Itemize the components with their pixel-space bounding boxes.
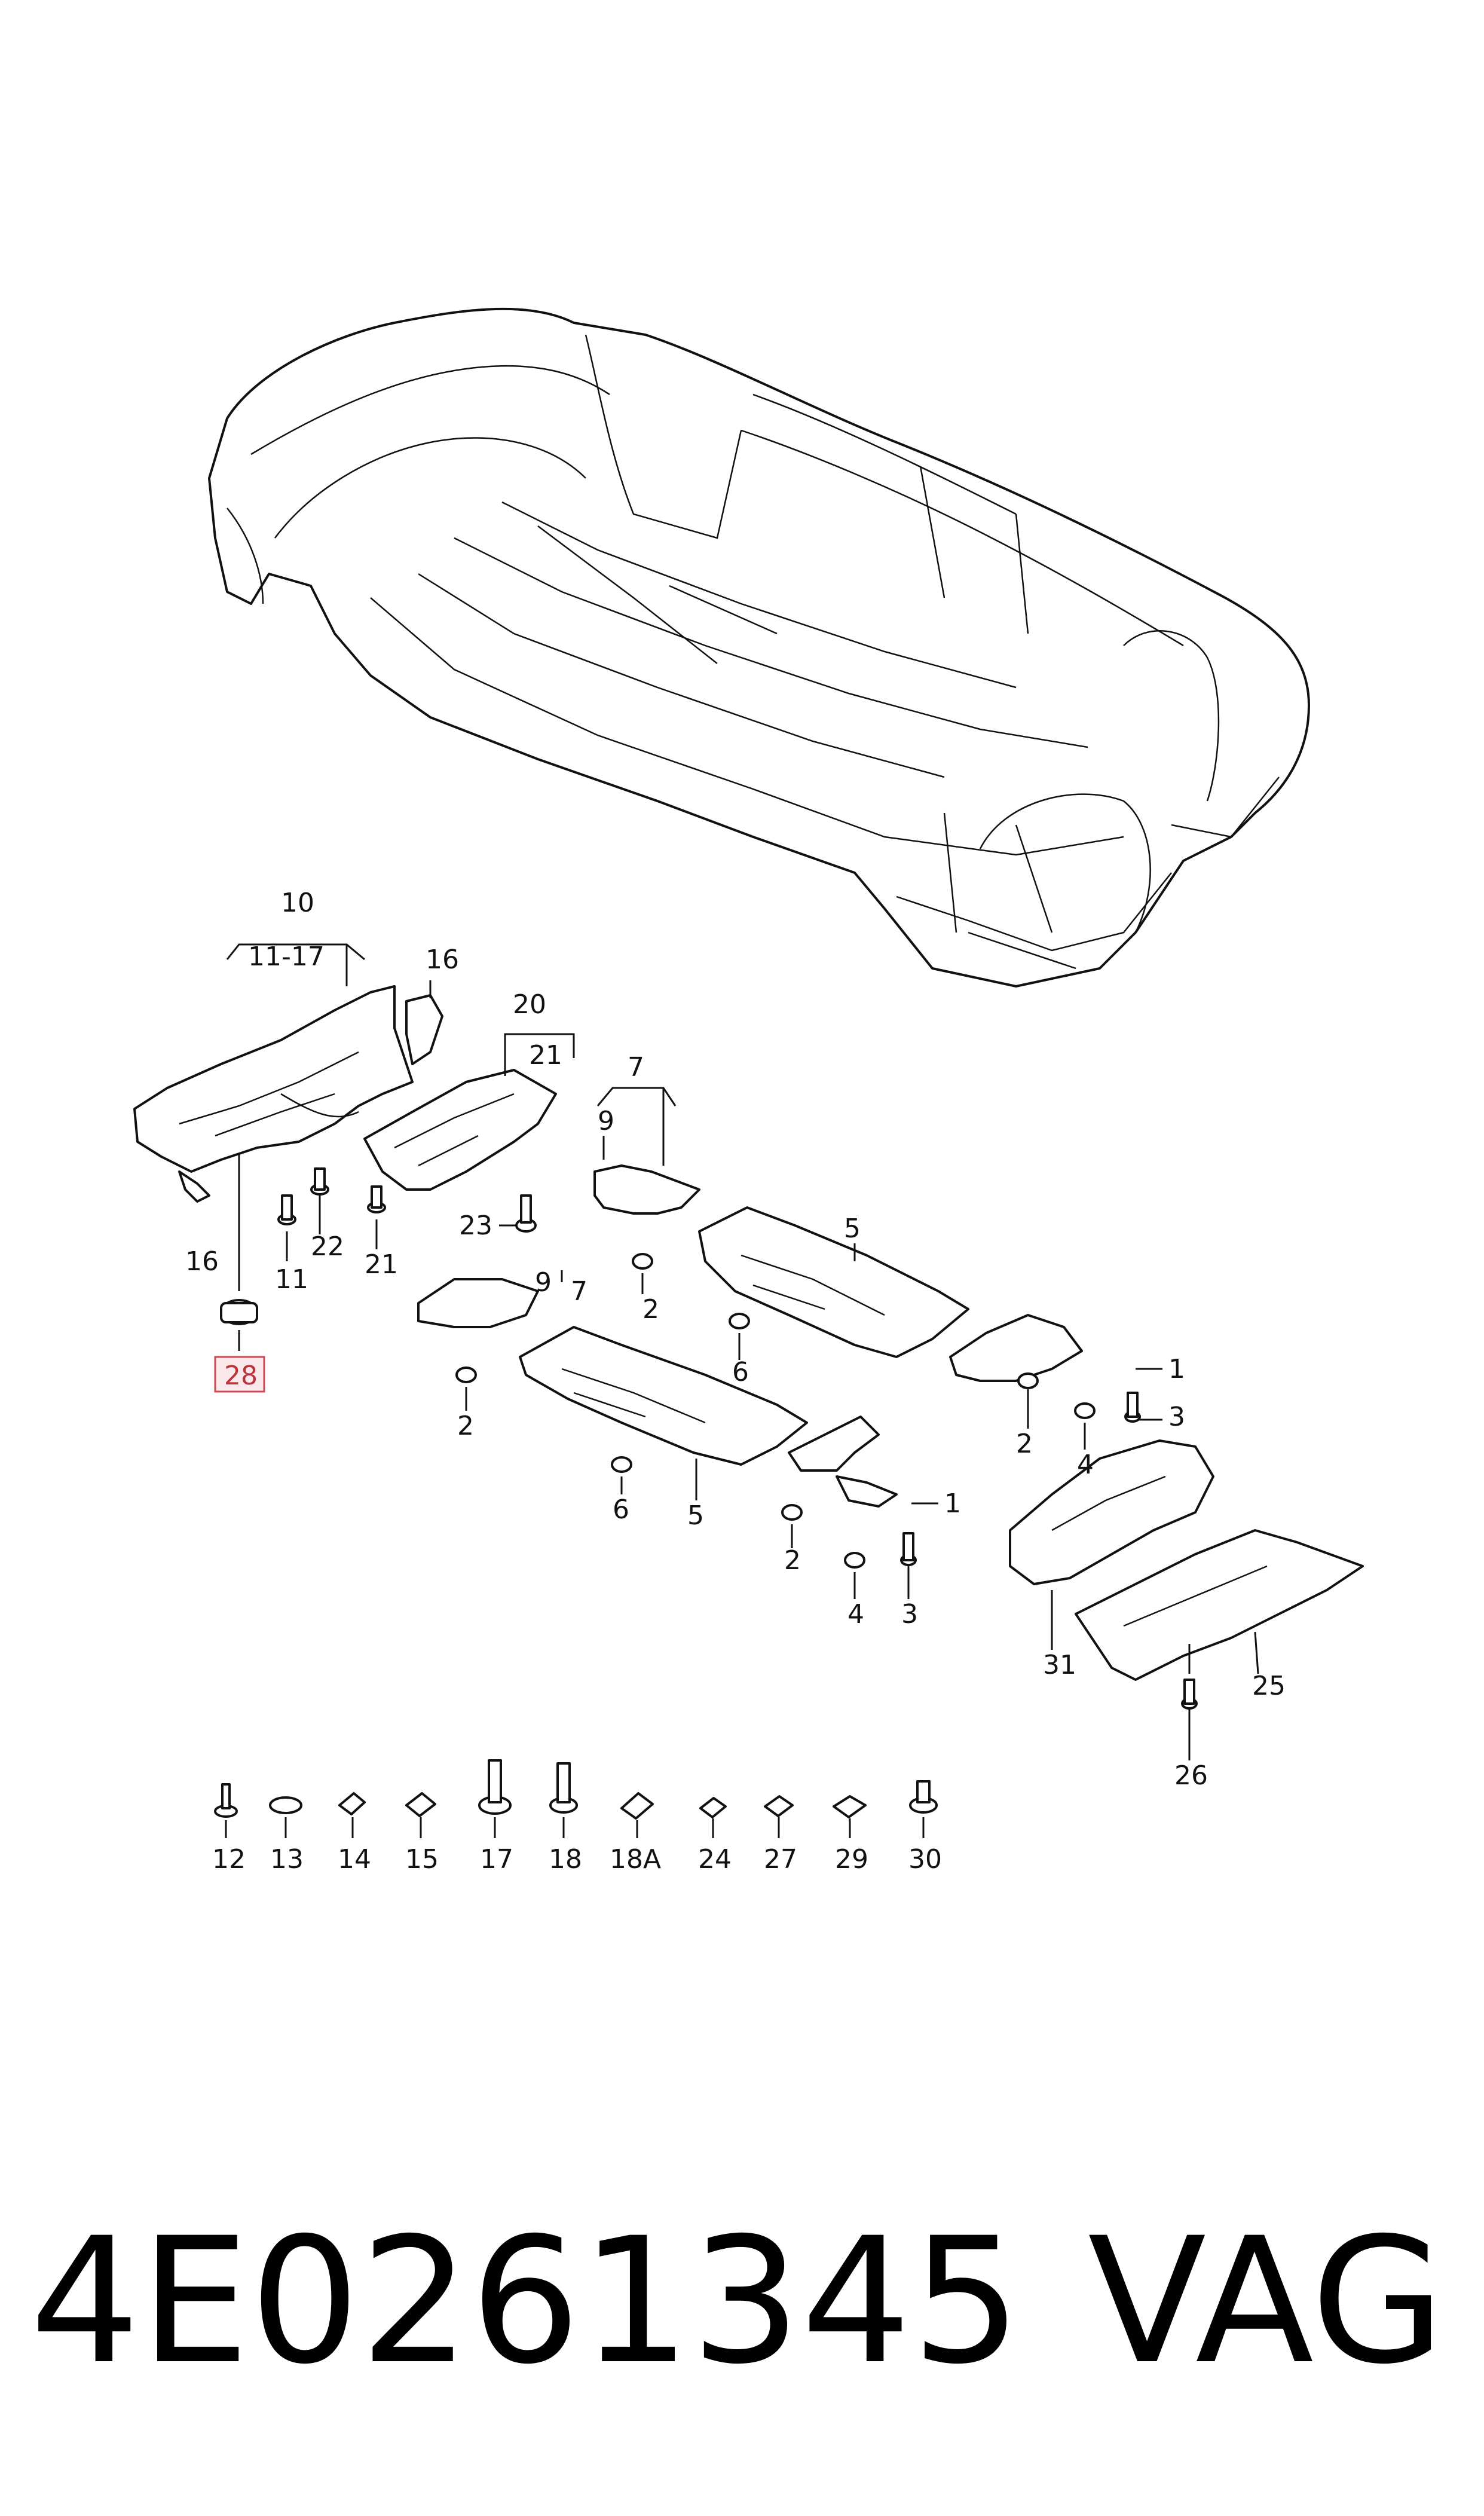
vehicle-body-illustration <box>208 307 1310 988</box>
fastener-12: 12 <box>212 1783 246 1875</box>
label-2-left: 2 <box>457 1411 474 1441</box>
rear-floor-panel <box>1075 1529 1364 1681</box>
fastener-29: 29 <box>833 1795 868 1875</box>
fastener-17: 17 <box>478 1759 513 1875</box>
label-11: 11 <box>275 1264 308 1295</box>
label-21-right: 21 <box>529 1040 562 1071</box>
label-5-top: 5 <box>844 1213 861 1244</box>
label-7-mid: 7 <box>571 1276 588 1307</box>
hardware-label-12: 12 <box>212 1844 246 1875</box>
label-6-top: 6 <box>732 1357 749 1387</box>
part-labels: 10 11-17 16 16 11 22 21 20 21 23 7 9 2 5… <box>185 888 1286 1791</box>
hardware-label-14: 14 <box>338 1844 371 1875</box>
label-11-17: 11-17 <box>248 941 325 972</box>
label-22: 22 <box>311 1231 344 1262</box>
brand-name: VAG <box>1088 2201 1445 2402</box>
label-16-bottom: 16 <box>185 1246 219 1277</box>
diagram-fasteners <box>220 1167 1198 1710</box>
label-6-bottom: 6 <box>613 1494 629 1525</box>
label-31: 31 <box>1043 1650 1076 1680</box>
label-9-mid: 9 <box>535 1267 552 1298</box>
label-3-right: 3 <box>1168 1402 1185 1432</box>
fastener-24: 24 <box>698 1797 732 1875</box>
underbody-panel-lower <box>519 1326 808 1466</box>
hardware-row: 12 13 14 15 17 18 18 <box>212 1759 942 1875</box>
fastener-15: 15 <box>405 1792 439 1875</box>
rear-bracket-lower <box>788 1416 898 1508</box>
hardware-label-29: 29 <box>835 1844 868 1875</box>
label-25: 25 <box>1252 1671 1286 1701</box>
callout-label-28: 28 <box>224 1361 258 1391</box>
rear-heat-shield <box>1009 1439 1214 1585</box>
hardware-label-17: 17 <box>480 1844 513 1875</box>
hardware-label-24: 24 <box>698 1844 732 1875</box>
label-5-bottom: 5 <box>687 1500 704 1531</box>
label-10: 10 <box>281 888 314 918</box>
fastener-27: 27 <box>764 1795 797 1875</box>
rear-bracket-upper <box>949 1314 1083 1382</box>
label-1-center: 1 <box>944 1488 961 1519</box>
part-number: 4E0261345 <box>30 2201 1021 2402</box>
label-3-center: 3 <box>901 1599 918 1630</box>
label-2-top: 2 <box>642 1294 659 1325</box>
label-7-top: 7 <box>628 1052 644 1083</box>
label-20: 20 <box>513 989 546 1020</box>
label-1-right: 1 <box>1168 1354 1185 1384</box>
label-2-right: 2 <box>1016 1429 1033 1459</box>
hardware-label-30: 30 <box>908 1844 942 1875</box>
label-4-center: 4 <box>847 1599 864 1630</box>
label-16-top: 16 <box>426 944 459 975</box>
label-2-center: 2 <box>784 1545 801 1576</box>
fastener-13: 13 <box>269 1796 304 1875</box>
side-shield-lower <box>417 1278 539 1328</box>
hardware-label-15: 15 <box>405 1844 439 1875</box>
fastener-30: 30 <box>908 1780 942 1875</box>
fastener-18a: 18A <box>610 1792 661 1875</box>
label-23: 23 <box>459 1210 492 1241</box>
hardware-label-13: 13 <box>270 1844 304 1875</box>
label-9-top: 9 <box>598 1106 614 1136</box>
fastener-18: 18 <box>549 1762 582 1875</box>
hardware-label-27: 27 <box>764 1844 797 1875</box>
side-shield-upper <box>593 1164 700 1215</box>
fastener-14: 14 <box>338 1792 371 1875</box>
hardware-label-18: 18 <box>549 1844 582 1875</box>
hardware-label-18a: 18A <box>610 1844 661 1875</box>
highlighted-callout: 28 <box>214 1356 265 1393</box>
engine-cover-panel <box>363 1069 557 1191</box>
front-underbody-guard <box>133 985 443 1203</box>
label-26: 26 <box>1174 1760 1208 1791</box>
leader-lines <box>226 943 1259 1760</box>
underbody-panel-upper <box>698 1206 969 1358</box>
label-21-left: 21 <box>365 1249 398 1280</box>
label-4-right: 4 <box>1077 1450 1094 1480</box>
callout-box <box>214 1356 265 1393</box>
